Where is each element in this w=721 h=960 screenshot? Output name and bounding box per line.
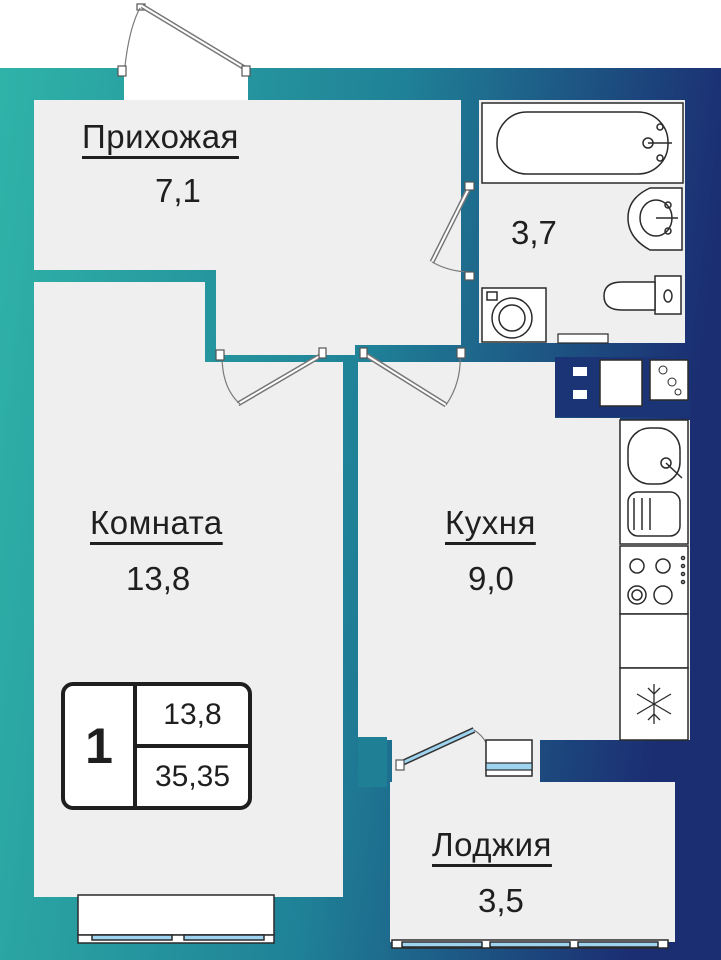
panel-dot-3	[674, 388, 682, 396]
entrance-door-icon	[117, 3, 251, 77]
panel-box-2	[649, 359, 689, 401]
hallway-floor	[34, 100, 461, 355]
loggia-area: 3,5	[478, 882, 524, 919]
panel-slot-1	[573, 367, 587, 376]
hallway-area: 7,1	[155, 172, 201, 209]
kitchen-door-icon	[359, 347, 466, 408]
loggia-door-icon	[395, 727, 533, 777]
room-door-icon	[215, 347, 327, 407]
kitchen-loggia-wall	[358, 737, 387, 787]
panel-dot-1	[658, 365, 668, 375]
kitchen-sink-icon	[619, 419, 689, 545]
sink-icon	[627, 187, 683, 251]
washing-machine-icon	[481, 287, 547, 343]
living-area: 13,8	[137, 686, 248, 748]
fridge-snowflake-icon	[619, 667, 689, 741]
toilet-icon	[603, 275, 682, 315]
stove-icon	[619, 545, 689, 615]
kitchen-floor	[358, 362, 690, 740]
room-area: 13,8	[126, 560, 191, 597]
panel-slot-2	[573, 390, 587, 399]
bathtub-icon	[481, 102, 684, 184]
entrance-opening	[124, 66, 248, 100]
kitchen-name: Кухня	[445, 504, 536, 541]
room-window-icon	[77, 894, 275, 944]
kitchen-area: 9,0	[468, 560, 514, 597]
total-area: 35,35	[154, 760, 231, 793]
kitchen-counter	[619, 613, 689, 669]
room-name: Комната	[90, 504, 223, 541]
bathroom-vent	[557, 333, 609, 344]
bathroom-door-icon	[429, 181, 475, 281]
rooms-count: 1	[65, 686, 137, 806]
loggia-floor	[390, 782, 675, 942]
bathroom-area: 3,7	[511, 214, 557, 251]
summary-badge: 1 13,8 35,35	[61, 682, 252, 810]
panel-box-1	[599, 359, 643, 407]
panel-dot-2	[667, 377, 677, 387]
loggia-name: Лоджия	[432, 826, 552, 863]
hallway-name: Прихожая	[82, 118, 239, 155]
loggia-window-icon	[391, 939, 669, 949]
